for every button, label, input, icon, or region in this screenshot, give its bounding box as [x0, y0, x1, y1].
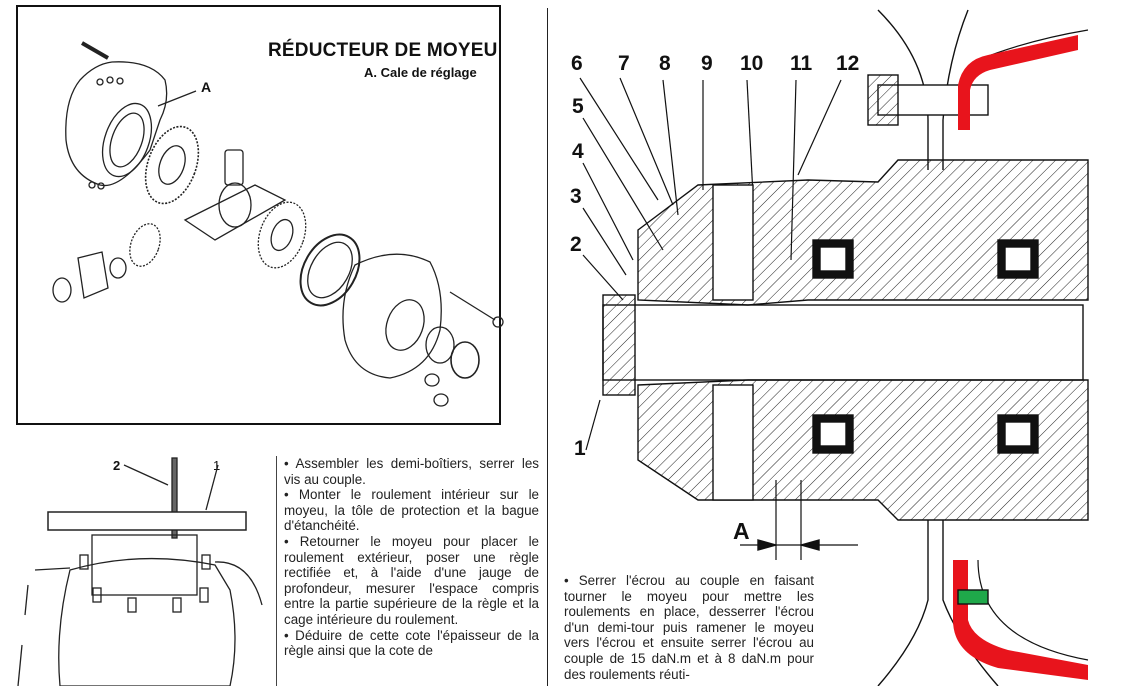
red-seal-lower — [953, 560, 1088, 680]
instruction-paragraph: • Déduire de cette cote l'épaisseur de l… — [284, 627, 539, 659]
callout-8: 8 — [659, 52, 671, 75]
figure-title: RÉDUCTEUR DE MOYEU — [268, 40, 498, 61]
instruction-paragraph: • Retourner le moyeu pour placer le roul… — [284, 533, 539, 627]
planet-gear-part — [257, 201, 307, 269]
callout-A-shim: A — [201, 79, 212, 95]
page-column-rule — [547, 8, 548, 686]
callout-6: 6 — [571, 52, 583, 75]
figure-legend: A. Cale de réglage — [364, 65, 477, 80]
callout-2-depth-gauge: 2 — [113, 458, 121, 473]
instructions-left: • Assembler les demi-boîtiers, serrer le… — [284, 456, 539, 659]
instruction-paragraph: • Assembler les demi-boîtiers, serrer le… — [284, 456, 539, 487]
shaft — [602, 304, 1084, 381]
callout-5: 5 — [572, 95, 584, 118]
text-column-rule — [276, 456, 277, 686]
dimension-arrow-right — [798, 539, 820, 551]
dimension-arrow-left — [757, 539, 779, 551]
planet-pin-lower — [712, 384, 754, 501]
callout-10: 10 — [740, 52, 764, 75]
green-screw — [957, 589, 989, 605]
cover-part — [450, 341, 480, 379]
instruction-paragraph: • Monter le roulement intérieur sur le m… — [284, 487, 539, 534]
callout-1-straightedge: 1 — [213, 458, 221, 473]
callout-3: 3 — [570, 185, 582, 208]
callout-11: 11 — [790, 52, 813, 75]
small-gear-part — [129, 223, 161, 267]
o-ring-part — [425, 326, 455, 364]
housing-half-part — [65, 61, 168, 187]
pin-part — [81, 41, 109, 60]
dimension-A-label: A — [733, 518, 750, 544]
housing-half-outer-part — [342, 253, 442, 379]
ring-gear-part — [144, 125, 200, 205]
hub-cross-section-drawing — [579, 9, 1089, 686]
callout-7: 7 — [618, 52, 630, 75]
planet-pin-upper — [712, 184, 754, 301]
shim-ring-part — [101, 102, 153, 178]
instruction-paragraph: • Serrer l'écrou au couple en faisant to… — [564, 573, 814, 682]
instructions-right: • Serrer l'écrou au couple en faisant to… — [564, 573, 814, 682]
bolt-part — [492, 316, 504, 328]
measurement-drawing — [17, 457, 263, 686]
seal-ring-part — [299, 233, 361, 307]
callout-2: 2 — [570, 233, 582, 256]
exploded-view-frame — [16, 5, 501, 425]
callout-4: 4 — [572, 140, 584, 163]
hub-top — [91, 534, 198, 596]
callout-A-leader — [157, 90, 197, 107]
hub-cap — [602, 294, 636, 396]
plate-part — [77, 251, 109, 299]
callout-1: 1 — [574, 437, 586, 460]
depth-gauge — [171, 457, 178, 539]
exploded-hub-reducer-drawing — [52, 41, 504, 407]
callout-9: 9 — [701, 52, 713, 75]
callout-12: 12 — [836, 52, 860, 75]
hub-upper-section — [637, 159, 1089, 306]
straightedge — [47, 511, 247, 531]
red-seal-upper — [958, 35, 1078, 130]
spider-part — [224, 149, 244, 186]
